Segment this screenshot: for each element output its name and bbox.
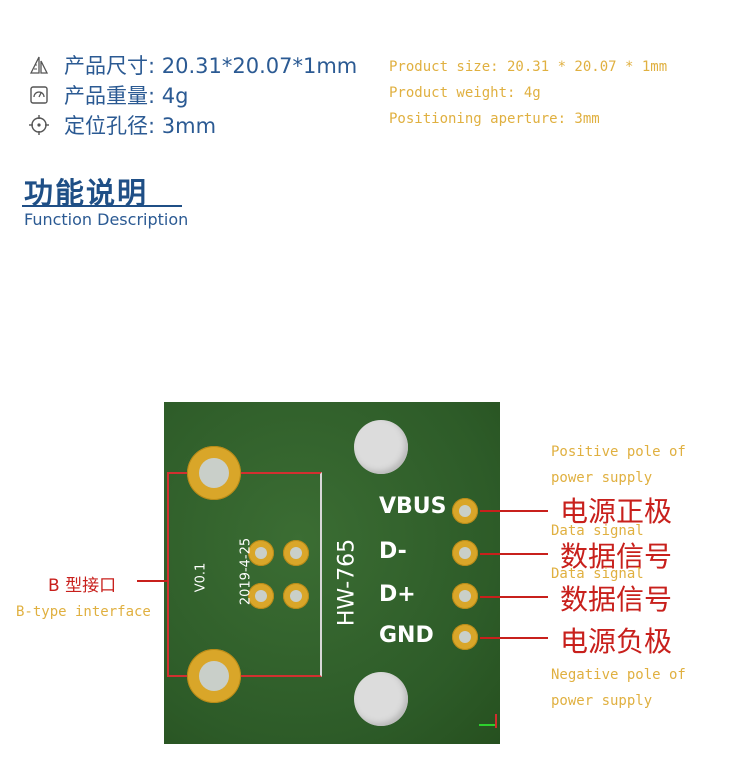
- crosshair-icon: [29, 115, 49, 135]
- connector-pin-pad: [283, 583, 309, 609]
- section-title-underline: [22, 205, 182, 207]
- negative-note-line2: power supply: [551, 693, 653, 709]
- connector-pin-pad: [283, 540, 309, 566]
- vbus-leader-line: [480, 510, 548, 512]
- connector-pin-pad: [248, 540, 274, 566]
- pin-pad-vbus: [452, 498, 478, 524]
- spec-aperture-text: 定位孔径: 3mm: [64, 114, 217, 138]
- data2-note: Data signal: [551, 566, 644, 582]
- pin-label-gnd: GND: [379, 623, 434, 648]
- data2-label-cn: 数据信号: [560, 583, 673, 616]
- spec-aperture-en: Positioning aperture: 3mm: [389, 111, 600, 127]
- pin-label-vbus: VBUS: [379, 494, 447, 519]
- negative-label-cn: 电源负极: [560, 625, 673, 658]
- pin-label-dminus: D-: [379, 539, 407, 564]
- pin-pad-dminus: [452, 540, 478, 566]
- data1-label-cn: 数据信号: [560, 540, 673, 573]
- connector-pin-pad: [248, 583, 274, 609]
- board-model: HW-765: [334, 538, 360, 627]
- dplus-leader-line: [480, 596, 548, 598]
- spec-size-en: Product size: 20.31 * 20.07 * 1mm: [389, 59, 668, 75]
- data1-note: Data signal: [551, 523, 644, 539]
- spec-weight-en: Product weight: 4g: [389, 85, 541, 101]
- gnd-leader-line: [480, 637, 548, 639]
- spec-weight: 产品重量: 4g: [28, 82, 188, 108]
- ruler-triangle-icon: [29, 56, 49, 74]
- spec-weight-text: 产品重量: 4g: [64, 84, 189, 108]
- positive-label-cn: 电源正极: [560, 495, 673, 528]
- btype-label-en: B-type interface: [16, 604, 151, 620]
- scale-icon: [30, 86, 48, 104]
- pcb-board: V0.1 2019-4-25 HW-765 VBUS D- D+ GND: [164, 402, 500, 744]
- connector-outline: [167, 472, 322, 677]
- positive-note-line2: power supply: [551, 470, 653, 486]
- board-date: 2019-4-25: [238, 537, 254, 606]
- dminus-leader-line: [480, 553, 548, 555]
- mounting-hole-bottom: [354, 672, 408, 726]
- spec-size-text: 产品尺寸: 20.31*20.07*1mm: [64, 54, 358, 78]
- negative-note-line1: Negative pole of: [551, 667, 686, 683]
- section-subtitle: Function Description: [24, 210, 189, 229]
- spec-size: 产品尺寸: 20.31*20.07*1mm: [28, 52, 357, 78]
- connector-pad-bottom: [187, 649, 241, 703]
- axis-marker-y: [495, 714, 497, 728]
- board-version: V0.1: [193, 562, 209, 593]
- btype-leader-line: [137, 580, 167, 582]
- axis-marker-x: [479, 724, 495, 726]
- btype-label-cn: B 型接口: [48, 576, 117, 596]
- pin-pad-dplus: [452, 583, 478, 609]
- connector-pad-top: [187, 446, 241, 500]
- section-title: 功能说明: [24, 176, 149, 210]
- pin-label-dplus: D+: [379, 582, 416, 607]
- positive-note-line1: Positive pole of: [551, 444, 686, 460]
- spec-aperture: 定位孔径: 3mm: [28, 112, 216, 138]
- mounting-hole-top: [354, 420, 408, 474]
- pin-pad-gnd: [452, 624, 478, 650]
